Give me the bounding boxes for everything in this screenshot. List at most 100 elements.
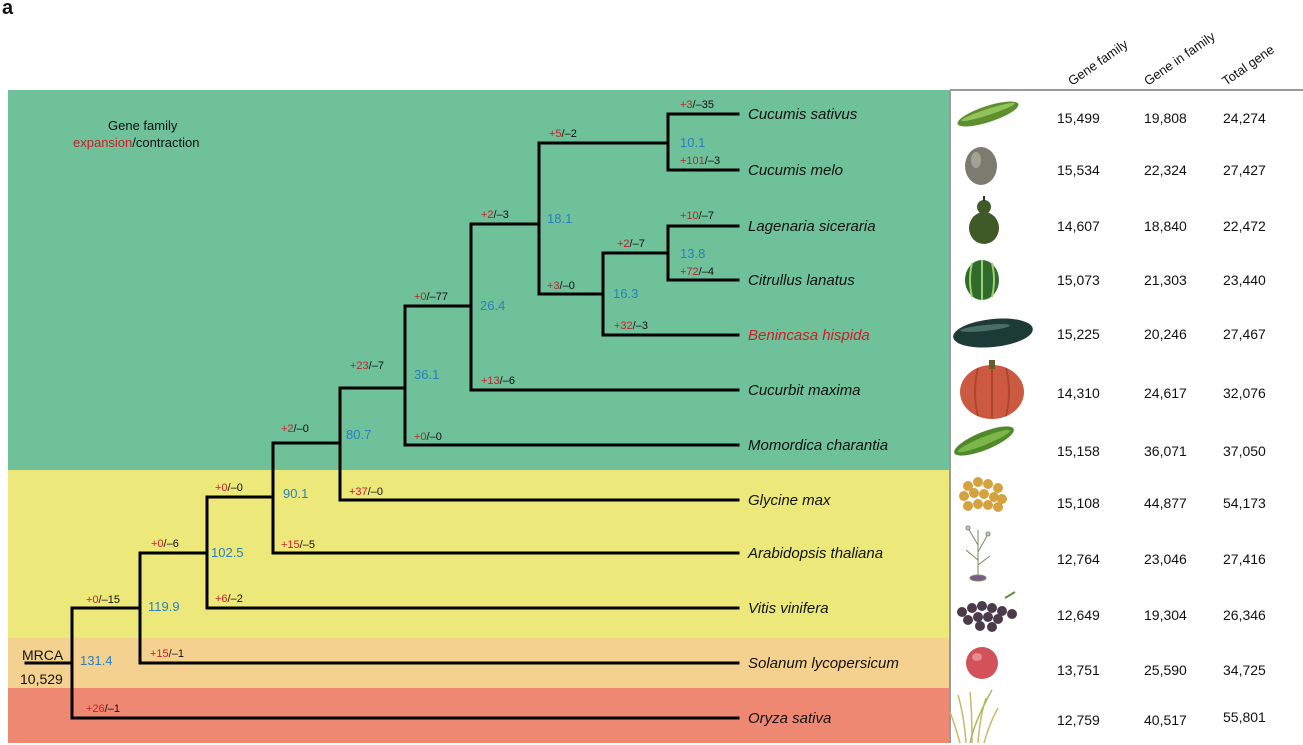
- species-name: Glycine max: [748, 492, 831, 509]
- node-age: 13.8: [680, 246, 705, 261]
- gene-in-family-value: 20,246: [1144, 326, 1187, 342]
- pumpkin-icon: [960, 360, 1024, 419]
- gene-family-value: 14,310: [1057, 385, 1100, 401]
- total-gene-value: 54,173: [1223, 495, 1266, 511]
- arabidopsis-icon: [966, 526, 990, 581]
- branch-change: +15/–1: [150, 648, 184, 660]
- branch-change: +3/–0: [547, 280, 575, 292]
- branch-change: +0/–6: [151, 538, 179, 550]
- node-age: 36.1: [414, 367, 439, 382]
- panel-label: a: [2, 0, 14, 19]
- total-gene-value: 37,050: [1223, 443, 1266, 459]
- branch-change: +0/–0: [414, 431, 442, 443]
- gene-family-value: 12,759: [1057, 712, 1100, 728]
- table-row: 13,751 25,590 34,725: [1057, 662, 1266, 678]
- melon-icon: [965, 147, 997, 185]
- column-header-total-gene: Total gene: [1219, 42, 1277, 89]
- gene-in-family-value: 44,877: [1144, 495, 1187, 511]
- total-gene-value: 27,427: [1223, 162, 1266, 178]
- gene-family-value: 13,751: [1057, 662, 1100, 678]
- table-row: 14,310 24,617 32,076: [1057, 385, 1266, 401]
- branch-change: +2/–0: [281, 423, 309, 435]
- gene-in-family-value: 21,303: [1144, 272, 1187, 288]
- total-gene-value: 55,801: [1223, 709, 1266, 725]
- legend-title: Gene family: [108, 118, 178, 133]
- branch-change: +72/–4: [680, 266, 714, 278]
- node-age: 80.7: [346, 427, 371, 442]
- gene-family-value: 15,108: [1057, 495, 1100, 511]
- species-name: Lagenaria siceraria: [748, 218, 876, 235]
- species-name: Vitis vinifera: [748, 600, 829, 617]
- species-name: Benincasa hispida: [748, 327, 870, 344]
- table-row: 12,649 19,304 26,346: [1057, 607, 1266, 623]
- table-row: 15,534 22,324 27,427: [1057, 162, 1266, 178]
- table-row: 15,158 36,071 37,050: [1057, 443, 1266, 459]
- table-row: 12,764 23,046 27,416: [1057, 551, 1266, 567]
- node-age: 26.4: [480, 298, 505, 313]
- branch-change: +101/–3: [680, 155, 720, 167]
- table-row: 15,499 19,808 24,274: [1057, 110, 1266, 126]
- node-age: 131.4: [80, 653, 113, 668]
- gene-in-family-value: 40,517: [1144, 712, 1187, 728]
- species-name: Citrullus lanatus: [748, 272, 855, 289]
- grape-icon: [957, 592, 1017, 632]
- gene-in-family-value: 19,304: [1144, 607, 1187, 623]
- legend-expansion: expansion: [73, 135, 132, 150]
- gene-in-family-value: 23,046: [1144, 551, 1187, 567]
- total-gene-value: 27,416: [1223, 551, 1266, 567]
- branch-change: +0/–0: [215, 482, 243, 494]
- species-name: Cucumis melo: [748, 162, 843, 179]
- branch-change: +10/–7: [680, 210, 714, 222]
- table-row: 14,607 18,840 22,472: [1057, 218, 1266, 234]
- gene-family-value: 15,534: [1057, 162, 1100, 178]
- total-gene-value: 32,076: [1223, 385, 1266, 401]
- total-gene-value: 24,274: [1223, 110, 1266, 126]
- branch-change: +32/–3: [614, 320, 648, 332]
- species-name: Oryza sativa: [748, 710, 831, 727]
- gene-family-value: 14,607: [1057, 218, 1100, 234]
- branch-change: +0/–77: [414, 291, 448, 303]
- rice-icon: [950, 690, 998, 743]
- gene-in-family-value: 24,617: [1144, 385, 1187, 401]
- branch-change: +5/–2: [549, 128, 577, 140]
- column-header-gene-in-family: Gene in family: [1141, 28, 1218, 88]
- gene-in-family-value: 25,590: [1144, 662, 1187, 678]
- column-header-gene-family: Gene family: [1065, 36, 1131, 88]
- node-age: 119.9: [148, 599, 180, 614]
- branch-change: +26/–1: [86, 703, 120, 715]
- branch-change: +0/–15: [86, 594, 120, 606]
- node-age: 90.1: [283, 486, 308, 501]
- branch-change: +2/–3: [481, 209, 509, 221]
- table-row: 15,108 44,877 54,173: [1057, 495, 1266, 511]
- branch-change: +6/–2: [215, 593, 243, 605]
- tomato-icon: [966, 647, 998, 679]
- root-label: MRCA: [22, 647, 64, 663]
- gene-family-value: 15,225: [1057, 326, 1100, 342]
- gene-stats-table: 15,499 19,808 24,274 15,534 22,324 27,42…: [1057, 110, 1266, 728]
- table-row: 15,073 21,303 23,440: [1057, 272, 1266, 288]
- gene-family-value: 12,649: [1057, 607, 1100, 623]
- branch-change: +3/–35: [680, 99, 714, 111]
- gene-family-value: 12,764: [1057, 551, 1100, 567]
- branch-change: +2/–7: [617, 238, 645, 250]
- gene-in-family-value: 19,808: [1144, 110, 1187, 126]
- total-gene-value: 22,472: [1223, 218, 1266, 234]
- node-age: 16.3: [613, 286, 638, 301]
- legend-contraction: contraction: [136, 135, 200, 150]
- soybean-icon: [959, 477, 1007, 512]
- branch-change: +23/–7: [350, 360, 384, 372]
- wax-gourd-icon: [952, 315, 1034, 351]
- total-gene-value: 27,467: [1223, 326, 1266, 342]
- node-age: 102.5: [211, 545, 244, 560]
- species-name: Cucumis sativus: [748, 106, 858, 123]
- species-thumbnails: [950, 97, 1034, 743]
- table-row: 15,225 20,246 27,467: [1057, 326, 1266, 342]
- cucumber-icon: [955, 97, 1021, 132]
- species-name: Solanum lycopersicum: [748, 655, 899, 672]
- branch-change: +37/–0: [349, 486, 383, 498]
- bitter-melon-icon: [951, 421, 1017, 462]
- total-gene-value: 23,440: [1223, 272, 1266, 288]
- root-value: 10,529: [20, 671, 63, 687]
- legend-line2: expansion/contraction: [73, 135, 200, 150]
- gourd-icon: [969, 196, 999, 244]
